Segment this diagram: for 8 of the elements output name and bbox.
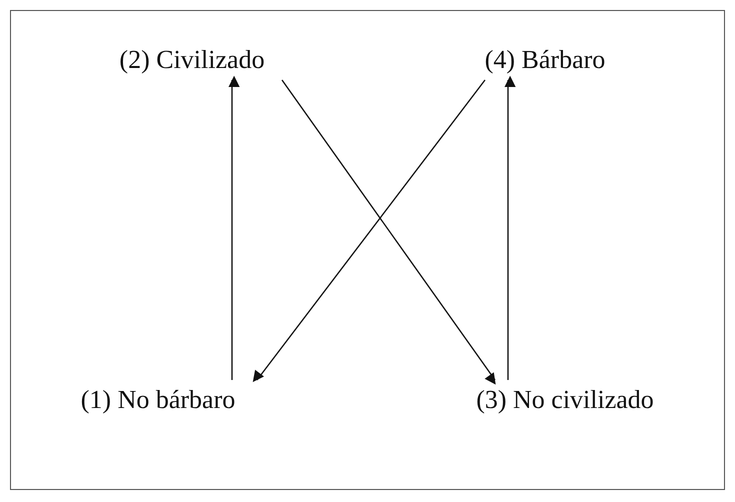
- arrow: [228, 76, 240, 380]
- term-label: (3) No civilizado: [476, 384, 654, 416]
- term-label: (1) No bárbaro: [80, 384, 236, 416]
- arrow: [252, 80, 486, 382]
- term-label: (4) Bárbaro: [484, 44, 606, 76]
- arrow: [281, 80, 496, 385]
- term-label: (2) Civilizado: [119, 44, 265, 76]
- arrow: [504, 76, 516, 380]
